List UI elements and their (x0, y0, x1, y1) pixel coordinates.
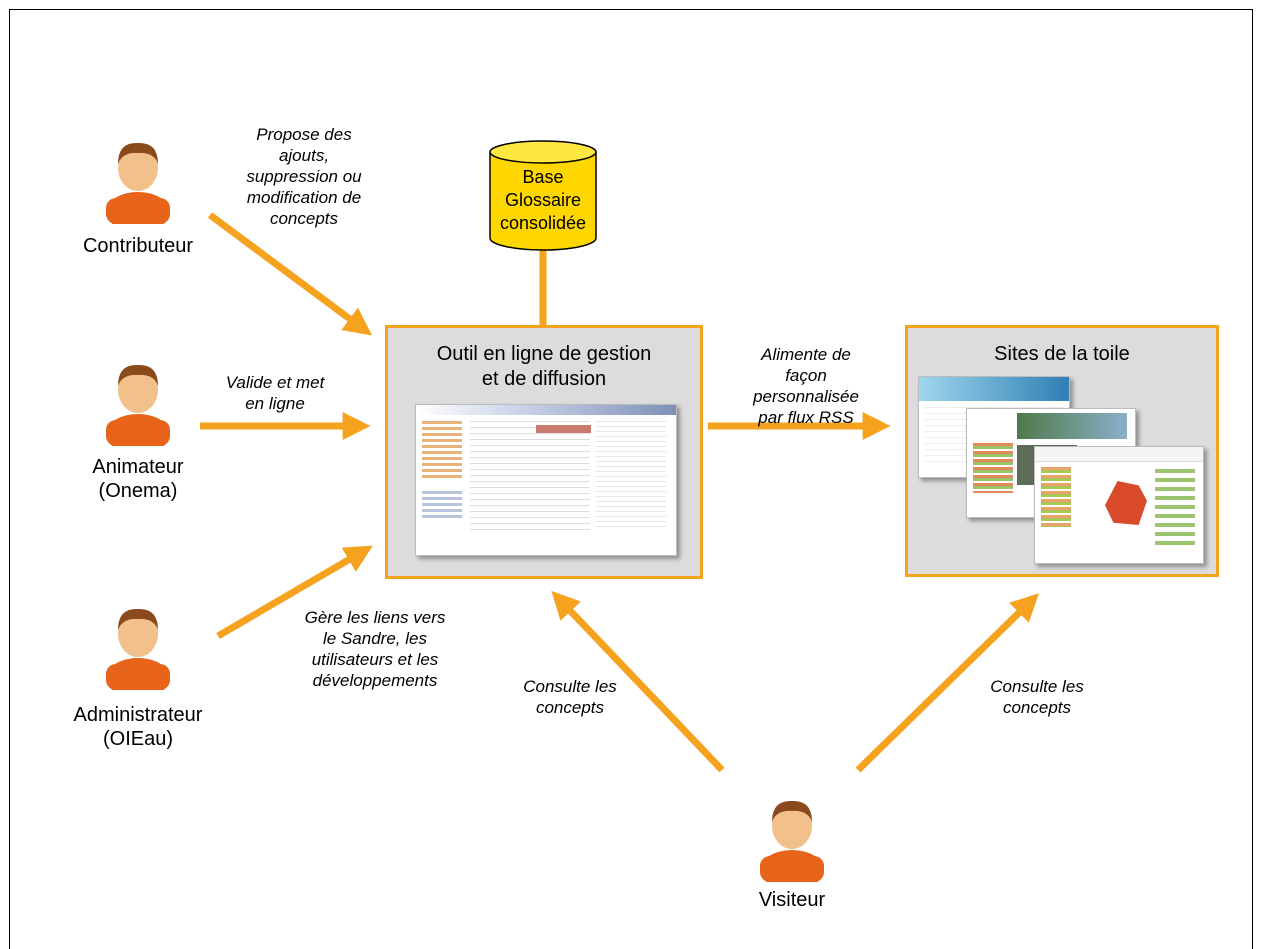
edge-label-contributeur-line3: suppression ou (246, 167, 362, 186)
actor-label-animateur: Animateur (Onema) (48, 455, 228, 503)
actor-label-administrateur-line2: (OIEau) (102, 728, 174, 750)
actor-label-animateur-line2: (Onema) (98, 480, 178, 502)
tool-box-title-line1: Outil en ligne de gestion (436, 343, 652, 365)
database-icon (489, 140, 597, 251)
edge-label-contributeur-line5: concepts (269, 209, 339, 228)
actor-label-contributeur: Contributeur (82, 235, 194, 257)
edge-label-contributeur-line4: modification de (246, 188, 362, 207)
website-screenshot-3 (1034, 446, 1204, 564)
database-label-line2: Glossaire (504, 190, 582, 210)
edge-label-animateur-line1: Valide et met (225, 373, 325, 392)
tool-box: Outil en ligne de gestion et de diffusio… (385, 325, 703, 579)
database-label-line3: consolidée (499, 213, 587, 233)
database-label: Base Glossaire consolidée (487, 166, 599, 235)
actor-label-administrateur-line1: Administrateur (73, 704, 203, 726)
edge-label-animateur: Valide et met en ligne (200, 372, 350, 414)
edge-label-administrateur-line2: le Sandre, les (323, 629, 427, 648)
edge-label-contributeur-line1: Propose des (256, 125, 352, 144)
edge-label-feed-line2: façon (785, 366, 827, 385)
person-icon-visiteur (760, 800, 824, 882)
actor-label-administrateur: Administrateur (OIEau) (48, 703, 228, 751)
edge-label-animateur-line2: en ligne (245, 394, 305, 413)
tool-screenshot (415, 404, 677, 556)
database-label-line1: Base (522, 167, 564, 187)
edge-label-visiteur-sites-line2: concepts (1002, 698, 1072, 717)
person-icon-administrateur (106, 608, 170, 690)
person-icon-contributeur (106, 142, 170, 224)
person-icon-animateur (106, 364, 170, 446)
edge-label-administrateur-line3: utilisateurs et les (311, 650, 439, 669)
edge-label-visiteur-tool: Consulte les concepts (495, 676, 645, 718)
edge-label-contributeur: Propose des ajouts, suppression ou modif… (214, 124, 394, 229)
edge-label-feed: Alimente de façon personnalisée par flux… (726, 344, 886, 428)
edge-label-feed-line1: Alimente de (761, 345, 851, 364)
actor-label-animateur-line1: Animateur (92, 456, 184, 478)
edge-label-administrateur-line1: Gère les liens vers (304, 608, 446, 627)
actor-label-visiteur: Visiteur (758, 889, 826, 911)
edge-label-visiteur-tool-line2: concepts (535, 698, 605, 717)
sites-box-title: Sites de la toile (994, 343, 1130, 365)
edge-label-feed-line4: par flux RSS (758, 408, 854, 427)
edge-label-administrateur-line4: développements (312, 671, 438, 690)
tool-box-title: Outil en ligne de gestion et de diffusio… (388, 342, 700, 392)
sites-box: Sites de la toile (905, 325, 1219, 577)
edge-label-visiteur-sites-line1: Consulte les (990, 677, 1084, 696)
edge-label-feed-line3: personnalisée (753, 387, 859, 406)
edge-label-visiteur-sites: Consulte les concepts (962, 676, 1112, 718)
edge-label-contributeur-line2: ajouts, (278, 146, 330, 165)
edge-label-administrateur: Gère les liens vers le Sandre, les utili… (270, 607, 480, 691)
tool-box-title-line2: et de diffusion (481, 368, 607, 390)
edge-label-visiteur-tool-line1: Consulte les (523, 677, 617, 696)
diagram-frame (9, 9, 1253, 949)
